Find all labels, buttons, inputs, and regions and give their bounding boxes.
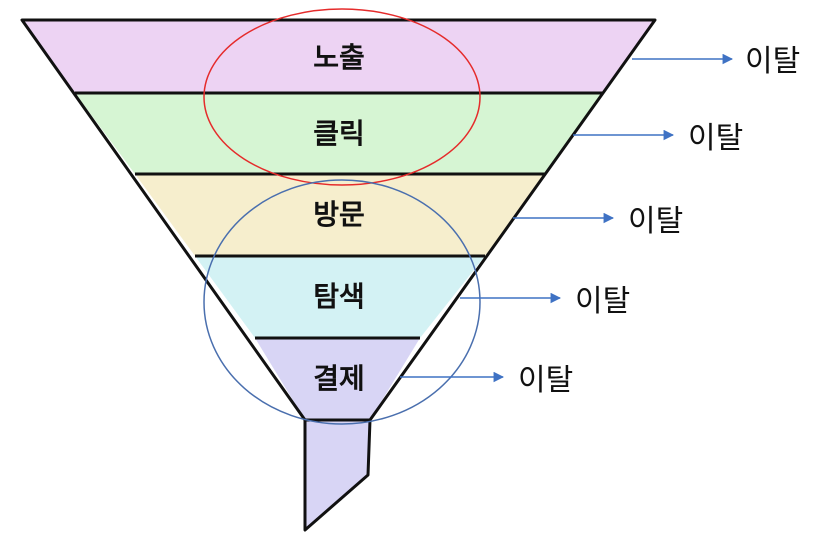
stage-label-payment: 결제: [313, 362, 365, 395]
stage-band-payment: [255, 338, 420, 420]
stage-label-visit: 방문: [313, 198, 365, 231]
stage-band-explore: [195, 256, 485, 338]
highlight-ellipse-top: [203, 8, 481, 186]
highlight-ellipse-bottom: [203, 179, 481, 425]
exit-label: 이탈: [628, 204, 683, 239]
exit-label: 이탈: [688, 121, 743, 156]
stage-label-explore: 탐색: [313, 280, 365, 313]
exit-label: 이탈: [518, 363, 573, 398]
stage-band-visit: [135, 174, 545, 256]
stage-label-click: 클릭: [313, 117, 365, 150]
exit-label: 이탈: [745, 44, 800, 79]
exit-label: 이탈: [575, 284, 630, 319]
funnel-outline: [20, 18, 657, 422]
stage-label-exposure: 노출: [313, 41, 365, 74]
funnel-spout: [303, 418, 372, 532]
stage-band-exposure: [22, 20, 655, 93]
